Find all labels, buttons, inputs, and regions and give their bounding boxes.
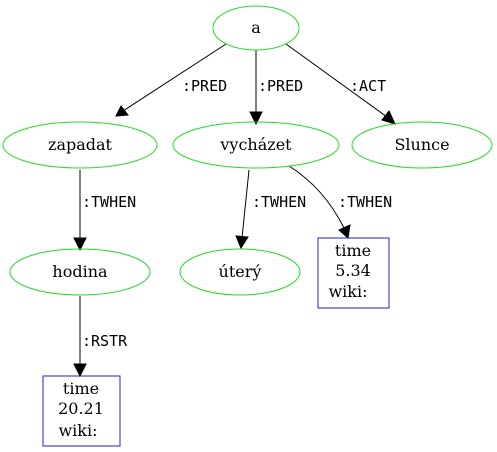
node-zapadat: zapadat bbox=[2, 121, 158, 169]
node-a: a bbox=[212, 5, 300, 51]
node-vychazet: vycházet bbox=[172, 121, 340, 169]
node-time-534: time 5.34 wiki: bbox=[317, 237, 390, 309]
edge-label-pred: :PRED bbox=[258, 77, 303, 95]
node-slunce: Slunce bbox=[351, 121, 493, 169]
node-label: hodina bbox=[52, 262, 108, 281]
edge-vychazet-time534: :TWHEN bbox=[288, 165, 392, 239]
node-line: 20.21 bbox=[58, 399, 104, 418]
node-label: a bbox=[251, 18, 261, 37]
node-line: wiki: bbox=[58, 421, 97, 440]
node-time-2021: time 20.21 wiki: bbox=[42, 375, 121, 447]
edge-hodina-time2021: :RSTR bbox=[73, 296, 128, 378]
node-line: wiki: bbox=[328, 282, 367, 301]
node-label: Slunce bbox=[394, 135, 449, 154]
node-line: time bbox=[335, 241, 371, 260]
edge-label-rstr: :RSTR bbox=[82, 332, 128, 350]
edge-a-zapadat: :PRED bbox=[115, 43, 227, 117]
edge-zapadat-hodina: :TWHEN bbox=[73, 170, 136, 252]
node-label: zapadat bbox=[48, 135, 113, 154]
edge-a-vychazet: :PRED bbox=[249, 50, 303, 126]
edge-label-act: :ACT bbox=[350, 77, 386, 95]
edge-vychazet-utery: :TWHEN bbox=[235, 169, 306, 250]
edge-label-twhen: :TWHEN bbox=[82, 193, 136, 211]
node-label: úterý bbox=[219, 262, 262, 281]
edge-label-pred: :PRED bbox=[182, 77, 227, 95]
edge-a-slunce: :ACT bbox=[285, 43, 396, 125]
edge-label-twhen: :TWHEN bbox=[252, 193, 306, 211]
edge-label-twhen: :TWHEN bbox=[338, 193, 392, 211]
node-utery: úterý bbox=[179, 248, 301, 296]
node-line: 5.34 bbox=[335, 261, 371, 280]
node-line: time bbox=[63, 379, 99, 398]
node-hodina: hodina bbox=[9, 248, 151, 296]
node-label: vycházet bbox=[219, 135, 292, 154]
